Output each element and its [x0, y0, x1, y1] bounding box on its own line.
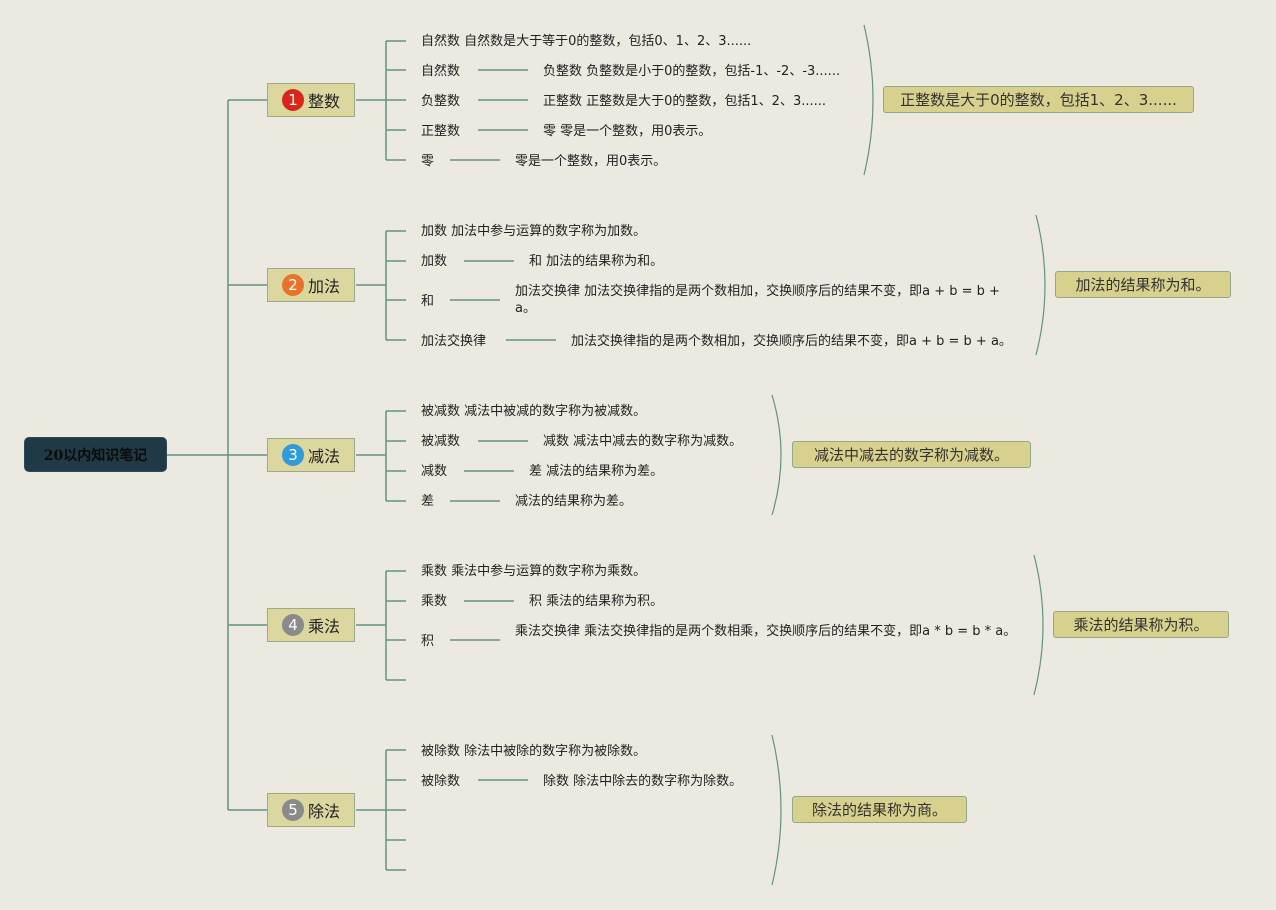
- node-text[interactable]: 加数 加法中参与运算的数字称为加数。: [421, 224, 647, 239]
- node-text[interactable]: 加法交换律: [421, 334, 487, 349]
- root-label: 20以内知识笔记: [43, 447, 148, 464]
- node-text[interactable]: 积 乘法的结果称为积。: [529, 594, 664, 609]
- topic-multiplication[interactable]: 4 乘法: [267, 608, 355, 642]
- node-text[interactable]: 被除数 除法中被除的数字称为被除数。: [421, 744, 647, 759]
- node-text[interactable]: 零 零是一个整数，用0表示。: [543, 124, 712, 139]
- number-badge-icon: 5: [281, 799, 304, 821]
- summary-subtraction[interactable]: 减法中减去的数字称为减数。: [792, 441, 1031, 468]
- node-text[interactable]: 减法的结果称为差。: [515, 494, 633, 509]
- number-badge-icon: 1: [281, 89, 304, 111]
- node-text[interactable]: 正整数 正整数是大于0的整数，包括1、2、3......: [543, 94, 827, 109]
- summary-addition[interactable]: 加法的结果称为和。: [1055, 271, 1231, 298]
- number-badge-icon: 2: [281, 274, 304, 296]
- node-text[interactable]: 零是一个整数，用0表示。: [515, 154, 667, 169]
- node-text[interactable]: 和: [421, 294, 435, 309]
- root-node[interactable]: 20以内知识笔记: [25, 438, 166, 471]
- summary-brace: [771, 734, 782, 886]
- node-text[interactable]: 减数: [421, 464, 448, 479]
- node-text[interactable]: 被除数: [421, 774, 461, 789]
- node-text[interactable]: 被减数: [421, 434, 461, 449]
- node-text[interactable]: 负整数 负整数是小于0的整数，包括-1、-2、-3......: [543, 64, 841, 79]
- topic-division[interactable]: 5 除法: [267, 793, 355, 827]
- topic-integers[interactable]: 1 整数: [267, 83, 355, 117]
- node-text[interactable]: 自然数: [421, 64, 461, 79]
- node-text[interactable]: 负整数: [421, 94, 461, 109]
- summary-brace: [1035, 214, 1046, 356]
- node-text[interactable]: 被减数 减法中被减的数字称为被减数。: [421, 404, 647, 419]
- number-badge-icon: 3: [281, 444, 304, 466]
- summary-integers[interactable]: 正整数是大于0的整数，包括1、2、3......: [883, 86, 1194, 113]
- node-text[interactable]: 乘法交换律 乘法交换律指的是两个数相乘，交换顺序后的结果不变，即a * b = …: [515, 624, 1017, 639]
- node-text[interactable]: 乘数 乘法中参与运算的数字称为乘数。: [421, 564, 647, 579]
- node-text[interactable]: 除数 除法中除去的数字称为除数。: [543, 774, 743, 789]
- node-text[interactable]: 减数 减法中减去的数字称为减数。: [543, 434, 743, 449]
- summary-brace: [863, 24, 874, 176]
- topic-label: 整数: [307, 92, 340, 111]
- node-text[interactable]: 差: [421, 494, 435, 509]
- node-text[interactable]: 正整数: [421, 124, 461, 139]
- node-text[interactable]: 加数: [421, 254, 448, 269]
- node-text[interactable]: 零: [421, 154, 435, 169]
- node-text[interactable]: 乘数: [421, 594, 448, 609]
- summary-multiplication[interactable]: 乘法的结果称为积。: [1053, 611, 1229, 638]
- summary-brace: [1033, 554, 1044, 696]
- node-text[interactable]: 加法交换律 加法交换律指的是两个数相加，交换顺序后的结果不变，即a + b = …: [515, 284, 1000, 316]
- number-badge-icon: 4: [281, 614, 304, 636]
- topic-label: 减法: [307, 447, 340, 466]
- node-text[interactable]: 差 减法的结果称为差。: [529, 464, 664, 479]
- topic-addition[interactable]: 2 加法: [267, 268, 355, 302]
- node-text[interactable]: 积: [421, 634, 435, 649]
- topic-subtraction[interactable]: 3 减法: [267, 438, 355, 472]
- summary-brace: [771, 394, 782, 516]
- node-text[interactable]: 加法交换律指的是两个数相加，交换顺序后的结果不变，即a + b = b + a。: [571, 334, 1012, 349]
- topic-label: 加法: [307, 277, 340, 296]
- topic-label: 除法: [307, 802, 340, 821]
- topic-label: 乘法: [307, 617, 340, 636]
- node-text[interactable]: 和 加法的结果称为和。: [529, 254, 664, 269]
- node-text[interactable]: 自然数 自然数是大于等于0的整数，包括0、1、2、3......: [421, 34, 752, 49]
- summary-division[interactable]: 除法的结果称为商。: [792, 796, 967, 823]
